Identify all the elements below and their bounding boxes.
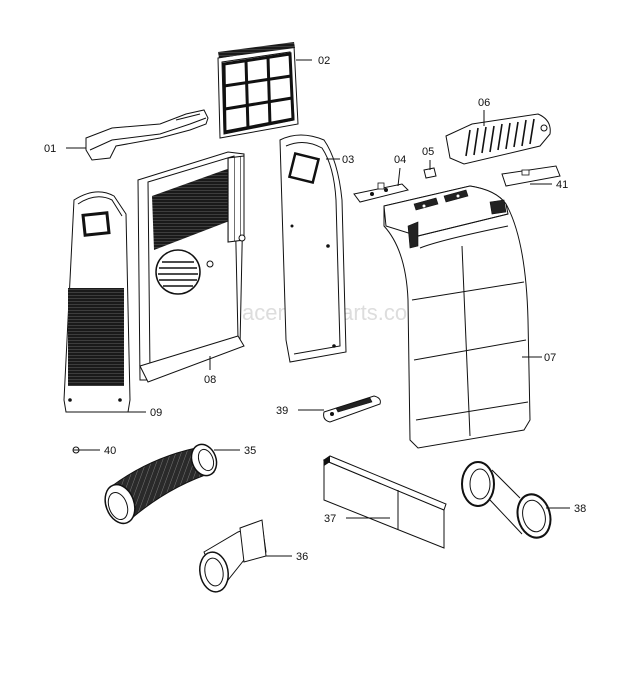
part-07-front-housing xyxy=(383,185,531,449)
label-38: 38 xyxy=(574,503,586,515)
part-35-hose xyxy=(104,443,218,525)
label-39: 39 xyxy=(276,405,288,417)
label-01: 01 xyxy=(44,143,56,155)
label-02: 02 xyxy=(318,55,330,67)
part-41-plate xyxy=(501,165,561,187)
part-02-filter xyxy=(217,42,299,139)
part-38-ring xyxy=(461,461,552,539)
part-37-window-slider xyxy=(322,455,447,549)
part-08-chassis xyxy=(137,151,246,383)
part-05-clip xyxy=(423,167,437,179)
label-41: 41 xyxy=(556,179,568,191)
label-06: 06 xyxy=(478,97,490,109)
label-04: 04 xyxy=(394,154,406,166)
label-36: 36 xyxy=(296,551,308,563)
part-36-adapter xyxy=(199,519,267,593)
part-03-side-panel xyxy=(279,134,347,363)
part-06-grille xyxy=(445,113,551,165)
part-39-remote xyxy=(323,395,381,423)
label-08: 08 xyxy=(204,374,216,386)
part-04-control-board xyxy=(353,182,409,203)
part-01-handle xyxy=(85,109,209,161)
label-09: 09 xyxy=(150,407,162,419)
label-05: 05 xyxy=(422,146,434,158)
leader-lines xyxy=(66,59,570,557)
part-labels: 02 01 03 04 05 06 07 08 09 35 36 37 38 3… xyxy=(44,55,586,563)
label-40: 40 xyxy=(104,445,116,457)
label-03: 03 xyxy=(342,154,354,166)
label-35: 35 xyxy=(244,445,256,457)
label-07: 07 xyxy=(544,352,556,364)
part-09-rear-panel xyxy=(63,191,131,413)
label-37: 37 xyxy=(324,513,336,525)
